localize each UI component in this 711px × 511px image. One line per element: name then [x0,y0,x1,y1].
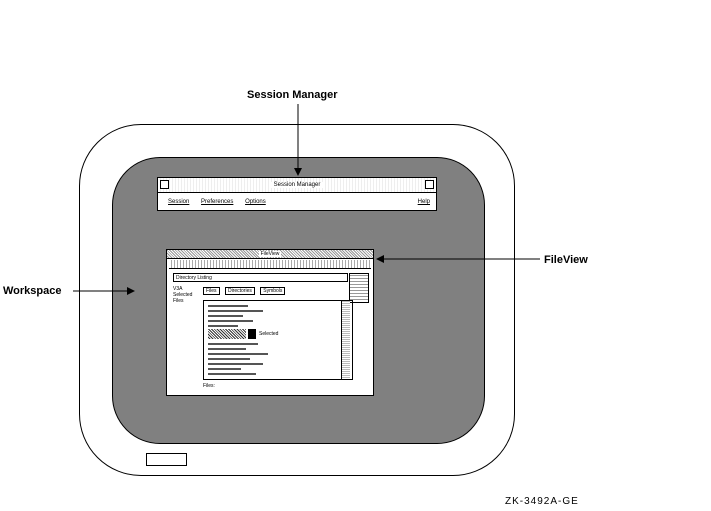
menu-preferences: Preferences [201,199,234,205]
fileview-right-panel [349,273,369,303]
list-item [208,373,256,375]
fileview-titlebar: FileView [167,250,373,259]
workspace-callout: Workspace [3,285,62,297]
selection-label: Selected [259,331,279,337]
fileview-window: FileView Directory Listing V3A Selected … [166,249,374,396]
side-label: Selected [173,292,193,298]
selected-items [208,329,246,339]
tab-files: Files [203,287,220,295]
fileview-menubar [169,260,371,269]
list-item [208,348,246,350]
list-item [208,310,263,312]
fileview-file-list: Selected [203,300,353,380]
fileview-title: FileView [258,251,282,257]
session-manager-title: Session Manager [270,182,324,188]
tab-directories: Directories [224,287,255,295]
session-manager-titlebar: Session Manager [158,178,436,193]
menu-session: Session [168,199,190,205]
list-item [208,315,243,317]
side-label: Files [173,298,184,304]
list-item [208,325,238,327]
figure-id: ZK-3492A-GE [505,496,579,507]
power-button [146,453,187,466]
side-label: V3A [173,286,183,292]
menu-options: Options [245,199,266,205]
fileview-side-labels: V3A Selected Files [173,286,199,304]
list-item [208,368,241,370]
menu-help: Help [417,199,430,205]
window-menu-icon [160,180,169,189]
fileview-path: Directory Listing [173,273,348,282]
list-item [208,305,248,307]
fileview-scrollbar [341,301,350,379]
list-item [208,320,253,322]
list-item [208,358,250,360]
resize-icon [425,180,434,189]
session-manager-menubar: Session Preferences Options Help [158,194,436,210]
list-item [208,343,258,345]
selection-marker [248,329,256,339]
tab-symbols: Symbols [260,287,286,295]
fileview-footer: Files: [203,383,215,389]
session-manager-callout: Session Manager [247,89,338,101]
fileview-callout: FileView [544,254,588,266]
list-item [208,353,268,355]
list-item [208,363,263,365]
fileview-tabs: Files Directories Symbols [203,287,343,296]
session-manager-window: Session Manager Session Preferences Opti… [157,177,437,211]
